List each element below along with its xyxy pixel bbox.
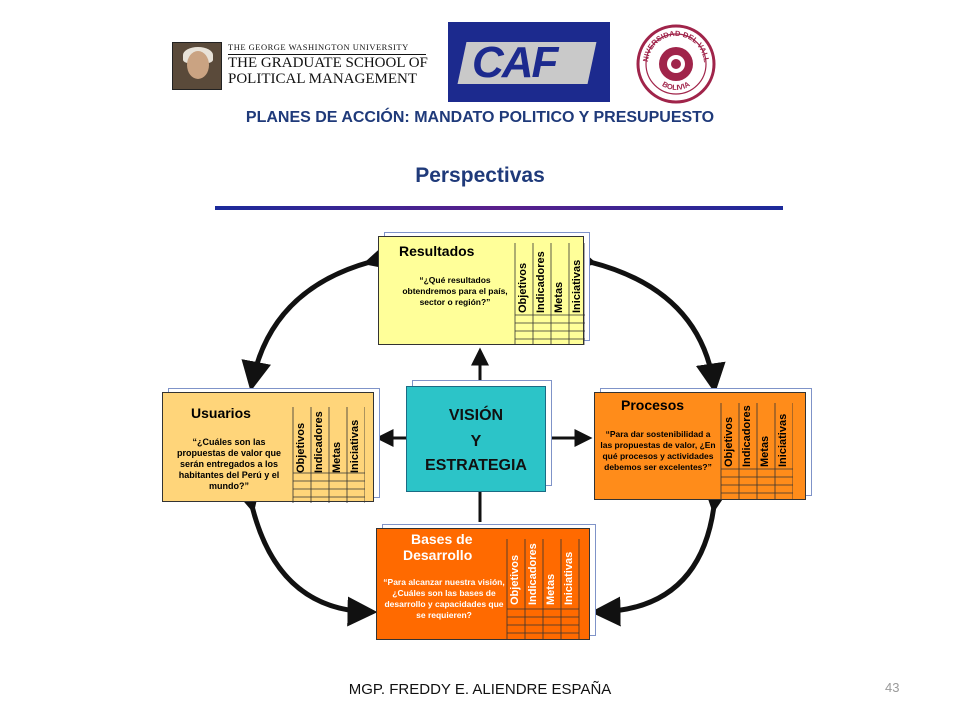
resultados-col-indicadores: Indicadores <box>535 251 547 313</box>
gwu-line2: THE GRADUATE SCHOOL OF <box>228 55 428 71</box>
bases-matrix <box>506 539 580 639</box>
procesos-col-objetivos: Objetivos <box>723 416 735 467</box>
bases-title-line2: Desarrollo <box>403 547 473 563</box>
bases-col-indicadores: Indicadores <box>527 543 539 605</box>
bases-col-metas: Metas <box>545 573 557 605</box>
curve-top-left <box>241 241 396 392</box>
bases-col-iniciativas: Iniciativas <box>563 551 575 605</box>
vision-line3: ESTRATEGIA <box>425 457 527 474</box>
vision-estrategia-box: VISIÓN Y ESTRATEGIA <box>406 386 546 492</box>
usuarios-box: Usuarios “¿Cuáles son las propuestas de … <box>162 392 374 503</box>
usuarios-question: “¿Cuáles son las propuestas de valor que… <box>176 437 282 491</box>
bases-col-objetivos: Objetivos <box>509 554 521 605</box>
procesos-question: “Para dar sostenibilidad a las propuesta… <box>600 429 716 472</box>
vision-line1: VISIÓN <box>448 407 504 424</box>
page-title: PLANES DE ACCIÓN: MANDATO POLITICO Y PRE… <box>245 109 715 126</box>
uv-ring-bottom: BOLIVIA <box>661 79 692 92</box>
gwu-line1: THE GEORGE WASHINGTON UNIVERSITY <box>228 42 426 55</box>
resultados-col-objetivos: Objetivos <box>517 262 529 313</box>
usuarios-col-indicadores: Indicadores <box>313 411 325 473</box>
bases-title-line1: Bases de <box>411 531 473 547</box>
universidad-del-valle-logo: UNIVERSIDAD DEL VALLE BOLIVIA <box>636 24 716 104</box>
resultados-box: Resultados “¿Qué resultados obtendremos … <box>378 236 585 345</box>
page-subtitle: Perspectivas <box>415 164 545 187</box>
bases-question: “Para alcanzar nuestra visión, ¿Cuáles s… <box>383 577 505 620</box>
usuarios-col-iniciativas: Iniciativas <box>349 419 361 473</box>
curve-bottom-right <box>590 481 732 627</box>
usuarios-col-metas: Metas <box>331 441 343 473</box>
footer-author: MGP. FREDDY E. ALIENDRE ESPAÑA <box>348 681 612 698</box>
curve-top-right <box>564 241 726 394</box>
bases-desarrollo-box: Bases de Desarrollo “Para alcanzar nuest… <box>376 528 590 640</box>
usuarios-title: Usuarios <box>191 405 251 421</box>
resultados-title: Resultados <box>399 243 475 259</box>
usuarios-matrix <box>292 407 365 503</box>
gwu-line3: POLITICAL MANAGEMENT <box>228 71 418 87</box>
title-divider <box>215 206 783 210</box>
procesos-col-indicadores: Indicadores <box>741 405 753 467</box>
procesos-col-iniciativas: Iniciativas <box>777 413 789 467</box>
caf-logo-text: CAF <box>472 38 558 87</box>
procesos-col-metas: Metas <box>759 435 771 467</box>
procesos-box: Procesos “Para dar sostenibilidad a las … <box>594 392 806 500</box>
portrait-icon <box>172 42 222 90</box>
curve-bottom-left <box>231 480 378 627</box>
usuarios-col-objetivos: Objetivos <box>295 422 307 473</box>
gwu-logo: THE GEORGE WASHINGTON UNIVERSITY THE GRA… <box>172 42 428 90</box>
caf-logo: CAF <box>448 22 610 102</box>
svg-text:BOLIVIA: BOLIVIA <box>661 79 692 92</box>
procesos-matrix <box>720 403 793 499</box>
page-number: 43 <box>885 680 900 695</box>
resultados-col-metas: Metas <box>553 281 565 313</box>
resultados-question: “¿Qué resultados obtendremos para el paí… <box>402 275 508 307</box>
resultados-matrix <box>514 243 585 345</box>
procesos-title: Procesos <box>621 397 685 413</box>
resultados-col-iniciativas: Iniciativas <box>571 259 583 313</box>
vision-line2: Y <box>470 433 482 450</box>
